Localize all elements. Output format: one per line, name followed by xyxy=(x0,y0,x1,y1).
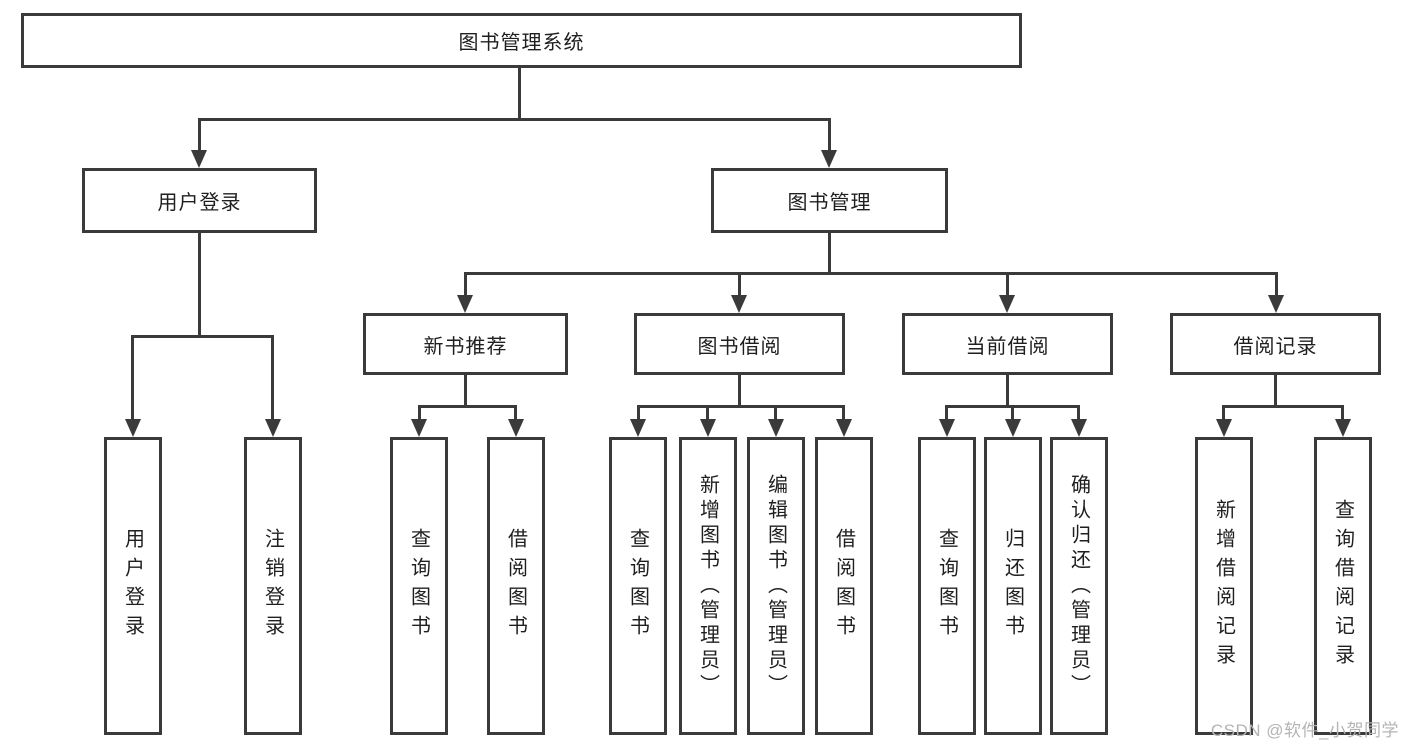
leaf-logout: 注销登录 xyxy=(244,437,302,735)
arrow-down-icon xyxy=(821,150,837,168)
connector-line xyxy=(637,405,640,421)
node-label: 图书管理系统 xyxy=(458,32,585,54)
connector-line xyxy=(774,405,777,421)
leaf-edit-book-admin: 编辑图书（管理员） xyxy=(747,437,805,735)
leaf-borrow-book-borrow: 借阅图书 xyxy=(815,437,873,735)
connector-line xyxy=(131,335,134,421)
arrow-down-icon xyxy=(700,419,716,437)
connector-line xyxy=(1275,272,1278,297)
connector-line xyxy=(637,405,845,408)
connector-line xyxy=(738,375,741,408)
arrow-down-icon xyxy=(411,419,427,437)
arrow-down-icon xyxy=(731,295,747,313)
watermark-text: CSDN @软件_小贺同学 xyxy=(1210,721,1399,740)
arrow-down-icon xyxy=(836,419,852,437)
leaf-return-book: 归还图书 xyxy=(984,437,1042,735)
node-label: 用户登录 xyxy=(121,528,144,644)
arrow-down-icon xyxy=(265,419,281,437)
connector-line xyxy=(738,272,741,297)
node-label: 新书推荐 xyxy=(423,335,508,358)
arrow-down-icon xyxy=(1005,419,1021,437)
node-user-login: 用户登录 xyxy=(82,168,317,233)
arrow-down-icon xyxy=(1335,419,1351,437)
node-borrowing-records: 借阅记录 xyxy=(1170,313,1381,375)
leaf-query-borrow-record: 查询借阅记录 xyxy=(1314,437,1372,735)
connector-line xyxy=(418,405,421,421)
leaf-confirm-return-admin: 确认归还（管理员） xyxy=(1050,437,1108,735)
node-label: 借阅记录 xyxy=(1233,335,1318,358)
connector-line xyxy=(518,68,521,121)
leaf-query-book-borrow: 查询图书 xyxy=(609,437,667,735)
leaf-borrow-book-recommend: 借阅图书 xyxy=(487,437,545,735)
node-label: 新增图书（管理员） xyxy=(696,473,719,699)
node-label: 编辑图书（管理员） xyxy=(764,473,787,699)
arrow-down-icon xyxy=(999,295,1015,313)
leaf-add-book-admin: 新增图书（管理员） xyxy=(679,437,737,735)
node-label: 用户登录 xyxy=(157,192,242,214)
node-label: 图书管理 xyxy=(787,192,872,214)
leaf-add-borrow-record: 新增借阅记录 xyxy=(1195,437,1253,735)
node-book-management: 图书管理 xyxy=(711,168,948,233)
connector-line xyxy=(945,405,948,421)
arrow-down-icon xyxy=(191,150,207,168)
node-label: 当前借阅 xyxy=(965,335,1050,358)
arrow-down-icon xyxy=(457,295,473,313)
leaf-query-book-current: 查询图书 xyxy=(918,437,976,735)
node-label: 借阅图书 xyxy=(504,528,527,644)
node-current-borrowing: 当前借阅 xyxy=(902,313,1113,375)
arrow-down-icon xyxy=(630,419,646,437)
node-new-book-recommend: 新书推荐 xyxy=(363,313,568,375)
node-book-borrowing: 图书借阅 xyxy=(634,313,845,375)
connector-line xyxy=(1341,405,1344,421)
connector-line xyxy=(1222,405,1344,408)
connector-line xyxy=(828,118,831,152)
connector-line xyxy=(198,118,831,121)
connector-line xyxy=(1274,375,1277,408)
connector-line xyxy=(418,405,517,408)
arrow-down-icon xyxy=(768,419,784,437)
connector-line xyxy=(842,405,845,421)
connector-line xyxy=(828,233,831,275)
connector-line xyxy=(198,118,201,152)
node-label: 借阅图书 xyxy=(832,528,855,644)
node-label: 图书借阅 xyxy=(697,335,782,358)
connector-line xyxy=(706,405,709,421)
arrow-down-icon xyxy=(1071,419,1087,437)
arrow-down-icon xyxy=(125,419,141,437)
node-label: 查询图书 xyxy=(935,528,958,644)
connector-line xyxy=(198,233,201,338)
connector-line xyxy=(464,272,467,297)
arrow-down-icon xyxy=(1216,419,1232,437)
connector-line xyxy=(1006,272,1009,297)
arrow-down-icon xyxy=(939,419,955,437)
node-label: 注销登录 xyxy=(261,528,284,644)
node-label: 查询借阅记录 xyxy=(1331,499,1354,673)
connector-line xyxy=(1222,405,1225,421)
connector-line xyxy=(464,272,1278,275)
connector-line xyxy=(1077,405,1080,421)
node-label: 新增借阅记录 xyxy=(1212,499,1235,673)
arrow-down-icon xyxy=(508,419,524,437)
connector-line xyxy=(1011,405,1014,421)
node-label: 查询图书 xyxy=(407,528,430,644)
node-library-management-system: 图书管理系统 xyxy=(21,13,1022,68)
leaf-user-login: 用户登录 xyxy=(104,437,162,735)
connector-line xyxy=(271,335,274,421)
connector-line xyxy=(464,375,467,408)
node-label: 查询图书 xyxy=(626,528,649,644)
node-label: 归还图书 xyxy=(1001,528,1024,644)
arrow-down-icon xyxy=(1268,295,1284,313)
connector-line xyxy=(1006,375,1009,408)
connector-line xyxy=(514,405,517,421)
node-label: 确认归还（管理员） xyxy=(1067,473,1090,699)
leaf-query-book-recommend: 查询图书 xyxy=(390,437,448,735)
connector-line xyxy=(131,335,273,338)
